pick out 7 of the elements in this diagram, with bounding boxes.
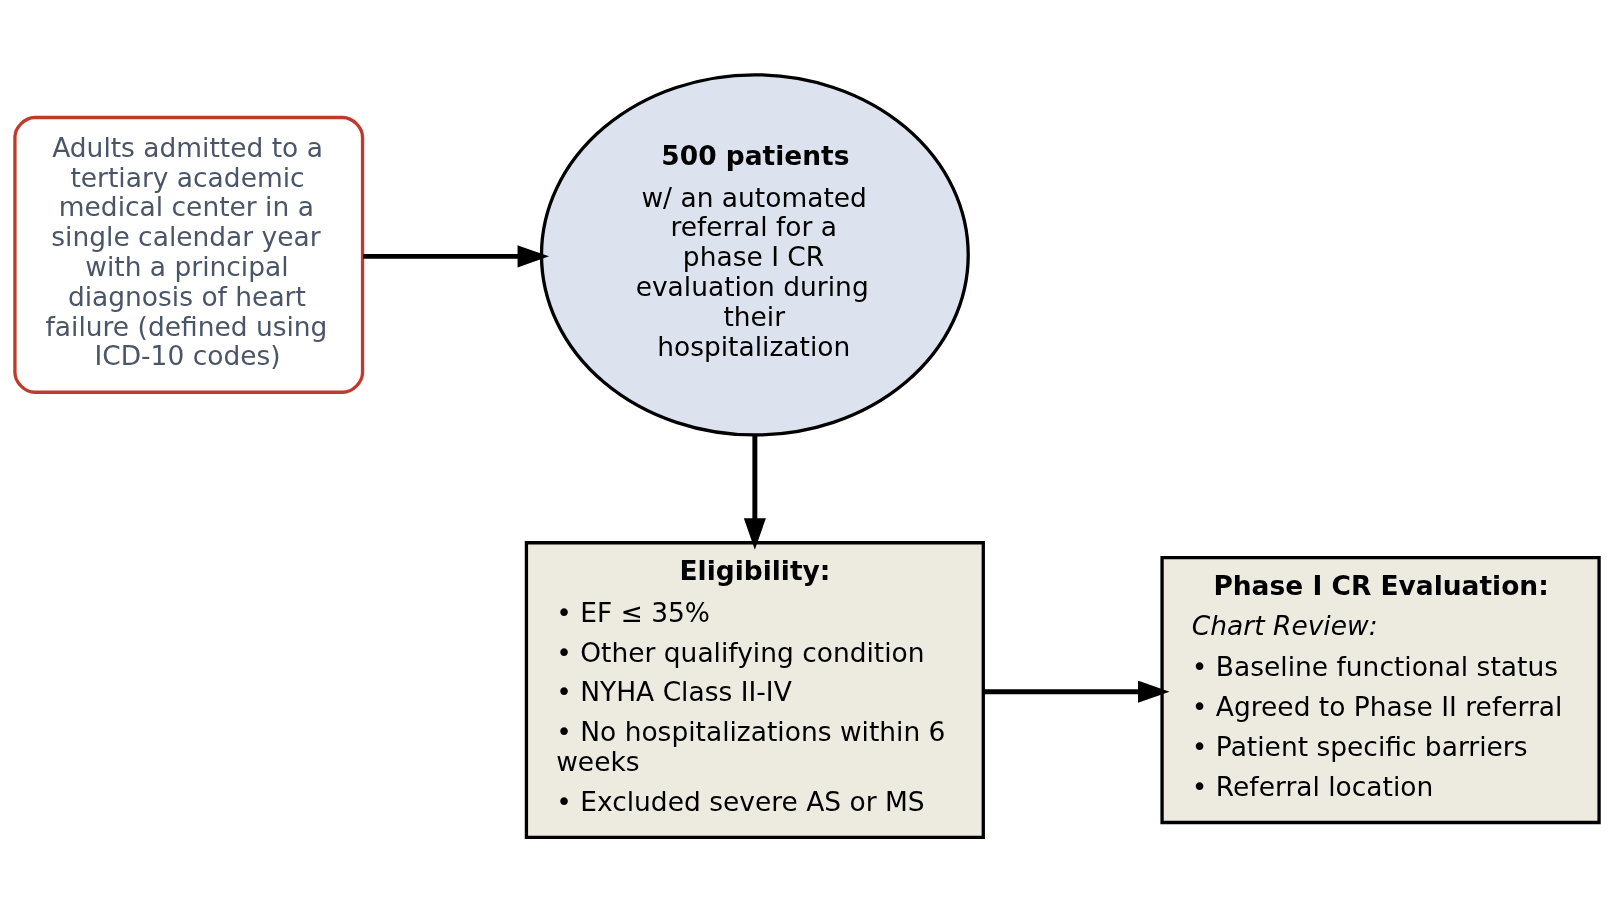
node-box: Eligibility: • EF ≤ 35% • Other qualifying condition • NYHA Class II-IV • No hospitalizations within 6 weeks • Excluded severe AS or MS	[524, 541, 985, 840]
node-ellipse: 500 patients w/ an automated referral for a phase I CR evaluation during their hospitalization	[539, 73, 970, 437]
node-box: Adults admitted to a tertiary academic medical center in a single calendar year with a principal diagnosis of heart failure (defined using ICD-10 codes)	[13, 115, 365, 394]
arrow	[363, 245, 550, 268]
node-box: Phase I CR Evaluation: Chart Review: • Baseline functional status • Agreed to Phase II referral • Patient specific barriers • Referral location	[1160, 555, 1601, 825]
arrow	[743, 435, 766, 550]
arrow	[983, 680, 1170, 703]
